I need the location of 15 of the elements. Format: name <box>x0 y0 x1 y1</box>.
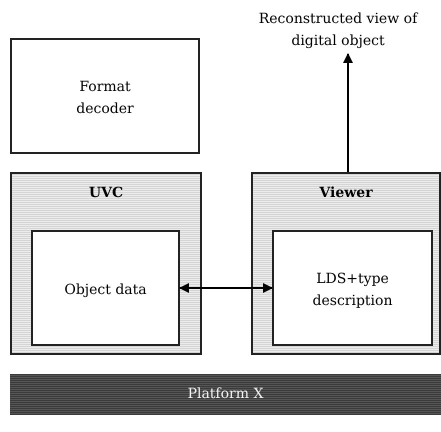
process-box <box>31 230 180 346</box>
panel-title: UVC <box>88 184 124 203</box>
box-label: Platform X <box>186 385 264 404</box>
component-panel <box>10 172 202 355</box>
arrow <box>343 53 353 172</box>
box-label: LDS+type description <box>312 270 394 311</box>
arrow <box>179 283 273 293</box>
box-label: Format decoder <box>75 78 135 119</box>
component-panel <box>251 172 441 355</box>
process-box <box>10 38 200 154</box>
box-label: Object data <box>63 281 148 300</box>
panel-title: Viewer <box>318 184 374 203</box>
platform-bar <box>10 374 441 415</box>
process-box <box>272 230 433 346</box>
caption-text: Reconstructed view of digital object <box>258 10 420 51</box>
